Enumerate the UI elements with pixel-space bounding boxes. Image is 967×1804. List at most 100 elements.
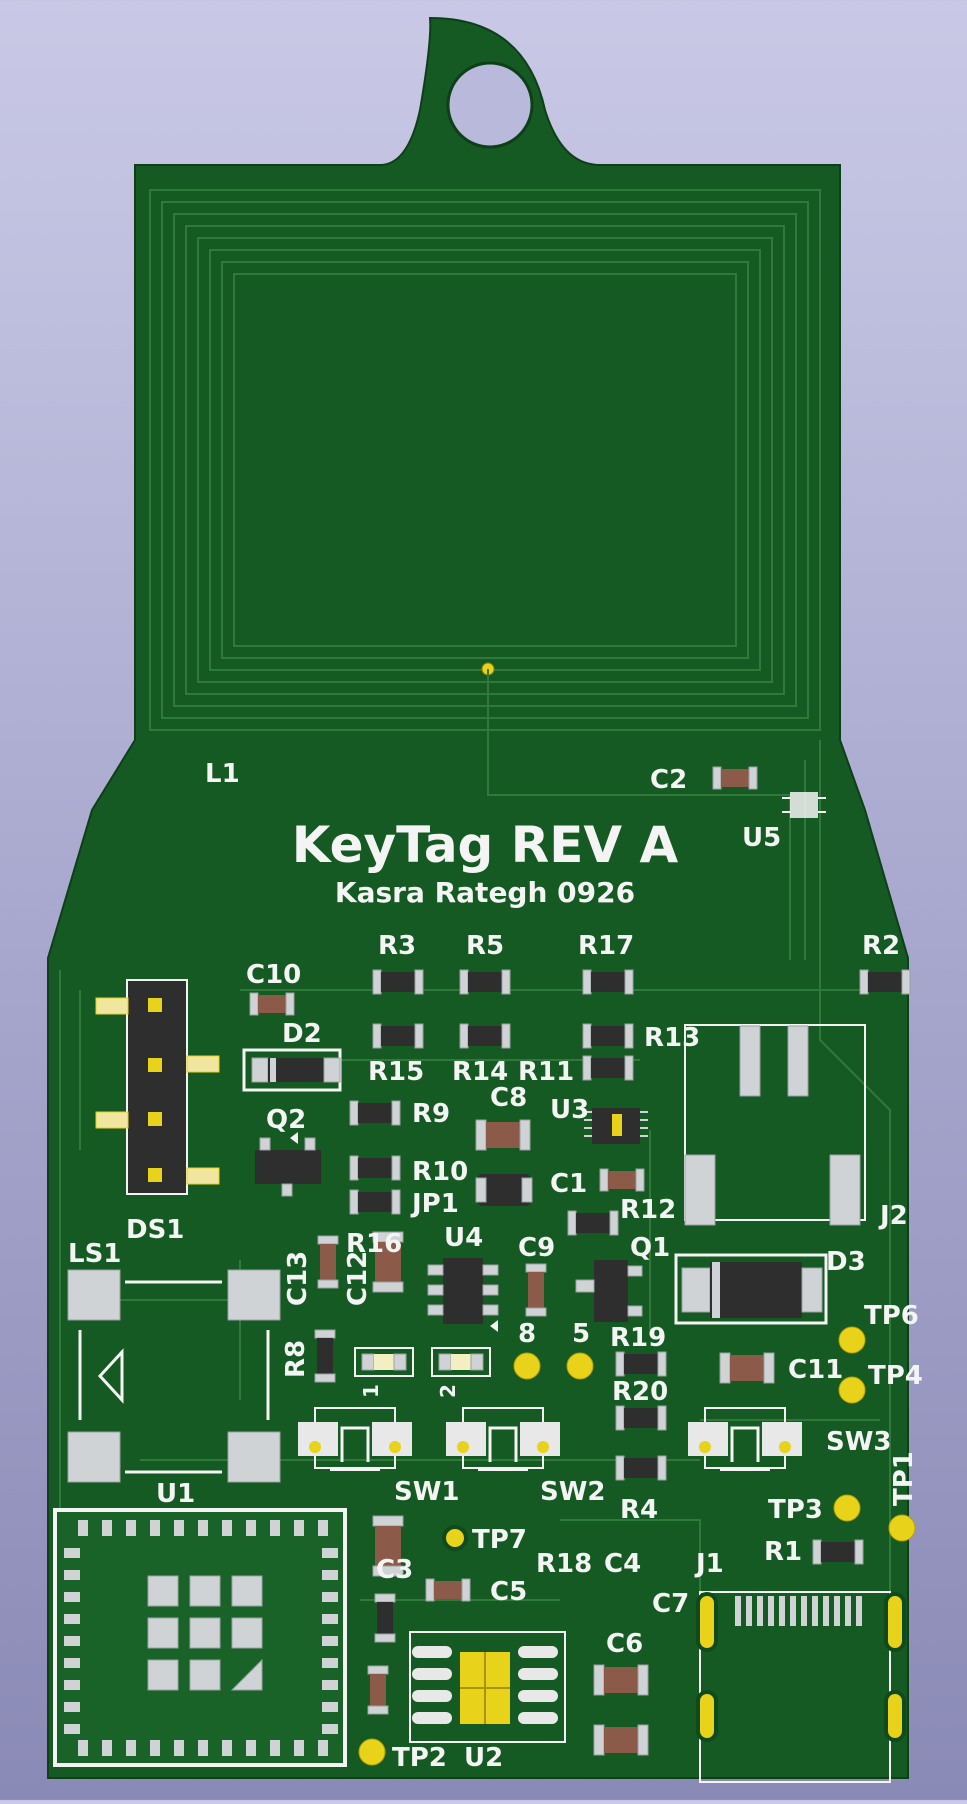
module-pad xyxy=(64,1658,80,1668)
module-pad xyxy=(64,1592,80,1602)
label-C13: C13 xyxy=(283,1251,313,1306)
usb-pin xyxy=(757,1596,763,1626)
board-outline xyxy=(47,16,909,1779)
label-C10: C10 xyxy=(246,960,301,990)
header-ds1 xyxy=(95,979,220,1195)
usb-pin xyxy=(845,1596,851,1626)
label-N5: 5 xyxy=(572,1319,590,1349)
label-Q1: Q1 xyxy=(630,1233,670,1263)
label-D3: D3 xyxy=(826,1247,866,1277)
module-pad xyxy=(64,1614,80,1624)
label-C1: C1 xyxy=(550,1169,587,1199)
label-R14: R14 xyxy=(452,1057,508,1087)
usb-pin xyxy=(823,1596,829,1626)
diode-d3 xyxy=(674,1253,828,1325)
module-pad xyxy=(318,1740,328,1756)
module-pad xyxy=(322,1636,338,1646)
label-C6: C6 xyxy=(606,1629,643,1659)
led-1 xyxy=(354,1347,414,1377)
label-L1: L1 xyxy=(205,759,240,789)
module-pad xyxy=(64,1702,80,1712)
usb-pin xyxy=(768,1596,774,1626)
label-R3: R3 xyxy=(378,931,416,961)
label-R8: R8 xyxy=(281,1340,311,1378)
label-U5: U5 xyxy=(742,823,781,853)
label-C7: C7 xyxy=(652,1589,689,1619)
module-pad xyxy=(198,1520,208,1536)
module-pad xyxy=(294,1740,304,1756)
smd-capacitors-vertical xyxy=(314,1231,547,1715)
module-pad xyxy=(64,1724,80,1734)
keyring-hole xyxy=(446,61,534,149)
label-J2: J2 xyxy=(878,1201,908,1231)
label-R5: R5 xyxy=(466,931,504,961)
module-pad xyxy=(126,1520,136,1536)
label-R18: R18 xyxy=(536,1549,592,1579)
label-C2: C2 xyxy=(650,765,687,795)
label-R10: R10 xyxy=(412,1157,468,1187)
chip-near-c8 xyxy=(475,1174,533,1206)
label-JP1: JP1 xyxy=(410,1189,459,1219)
label-LS1: LS1 xyxy=(68,1239,121,1269)
usb-pin xyxy=(735,1596,741,1626)
module-pad xyxy=(150,1520,160,1536)
module-pad xyxy=(64,1636,80,1646)
board-author: Kasra Rategh 0926 xyxy=(335,876,635,909)
label-C12: C12 xyxy=(343,1251,373,1306)
module-pad xyxy=(198,1740,208,1756)
transistor-q2 xyxy=(255,1132,321,1197)
label-TP4: TP4 xyxy=(868,1361,923,1391)
label-R1: R1 xyxy=(764,1537,802,1567)
module-pad xyxy=(246,1520,256,1536)
module-pad xyxy=(64,1570,80,1580)
usb-pin xyxy=(812,1596,818,1626)
led-2 xyxy=(431,1347,491,1377)
switch-sw3 xyxy=(688,1407,802,1471)
board-title: KeyTag REV A xyxy=(292,816,679,874)
module-pad xyxy=(222,1740,232,1756)
transistor-q1 xyxy=(575,1260,643,1322)
chip-u2 xyxy=(409,1631,566,1743)
label-R17: R17 xyxy=(578,931,634,961)
label-C9: C9 xyxy=(518,1233,555,1263)
usb-pin xyxy=(790,1596,796,1626)
label-TP2: TP2 xyxy=(392,1743,447,1773)
label-R11: R11 xyxy=(518,1057,574,1087)
module-pad xyxy=(294,1520,304,1536)
label-TP6: TP6 xyxy=(864,1301,919,1331)
module-pad xyxy=(78,1520,88,1536)
silkscreen-rotated-labels: C13 C12 R8 TP1 1 2 xyxy=(281,1251,919,1506)
label-R19: R19 xyxy=(610,1323,666,1353)
label-LED1: 1 xyxy=(359,1384,383,1398)
usb-c-j1 xyxy=(696,1591,906,1783)
label-C4: C4 xyxy=(604,1549,641,1579)
label-R15: R15 xyxy=(368,1057,424,1087)
module-pad xyxy=(322,1570,338,1580)
module-pad xyxy=(102,1740,112,1756)
module-pad xyxy=(270,1740,280,1756)
label-C11: C11 xyxy=(788,1355,843,1385)
module-pad xyxy=(270,1520,280,1536)
silkscreen-labels: L1 C2 U5 R3 R5 R17 R2 C10 D2 R15 R14 R11… xyxy=(68,759,923,1773)
module-pad xyxy=(78,1740,88,1756)
module-pad xyxy=(64,1548,80,1558)
module-pad xyxy=(322,1592,338,1602)
module-pad xyxy=(126,1740,136,1756)
diode-d2 xyxy=(242,1048,342,1092)
module-pad xyxy=(322,1702,338,1712)
label-TP1: TP1 xyxy=(889,1451,919,1506)
switch-sw2 xyxy=(446,1407,560,1471)
label-R13: R13 xyxy=(644,1023,700,1053)
module-pad xyxy=(102,1520,112,1536)
label-C8: C8 xyxy=(490,1083,527,1113)
label-Q2: Q2 xyxy=(266,1105,306,1135)
smd-capacitors xyxy=(249,766,775,1756)
label-R9: R9 xyxy=(412,1099,450,1129)
label-C5: C5 xyxy=(490,1577,527,1607)
connector-j2 xyxy=(684,1024,866,1226)
label-R12: R12 xyxy=(620,1195,676,1225)
module-pad xyxy=(174,1740,184,1756)
label-R16: R16 xyxy=(346,1229,402,1259)
label-DS1: DS1 xyxy=(126,1215,184,1245)
